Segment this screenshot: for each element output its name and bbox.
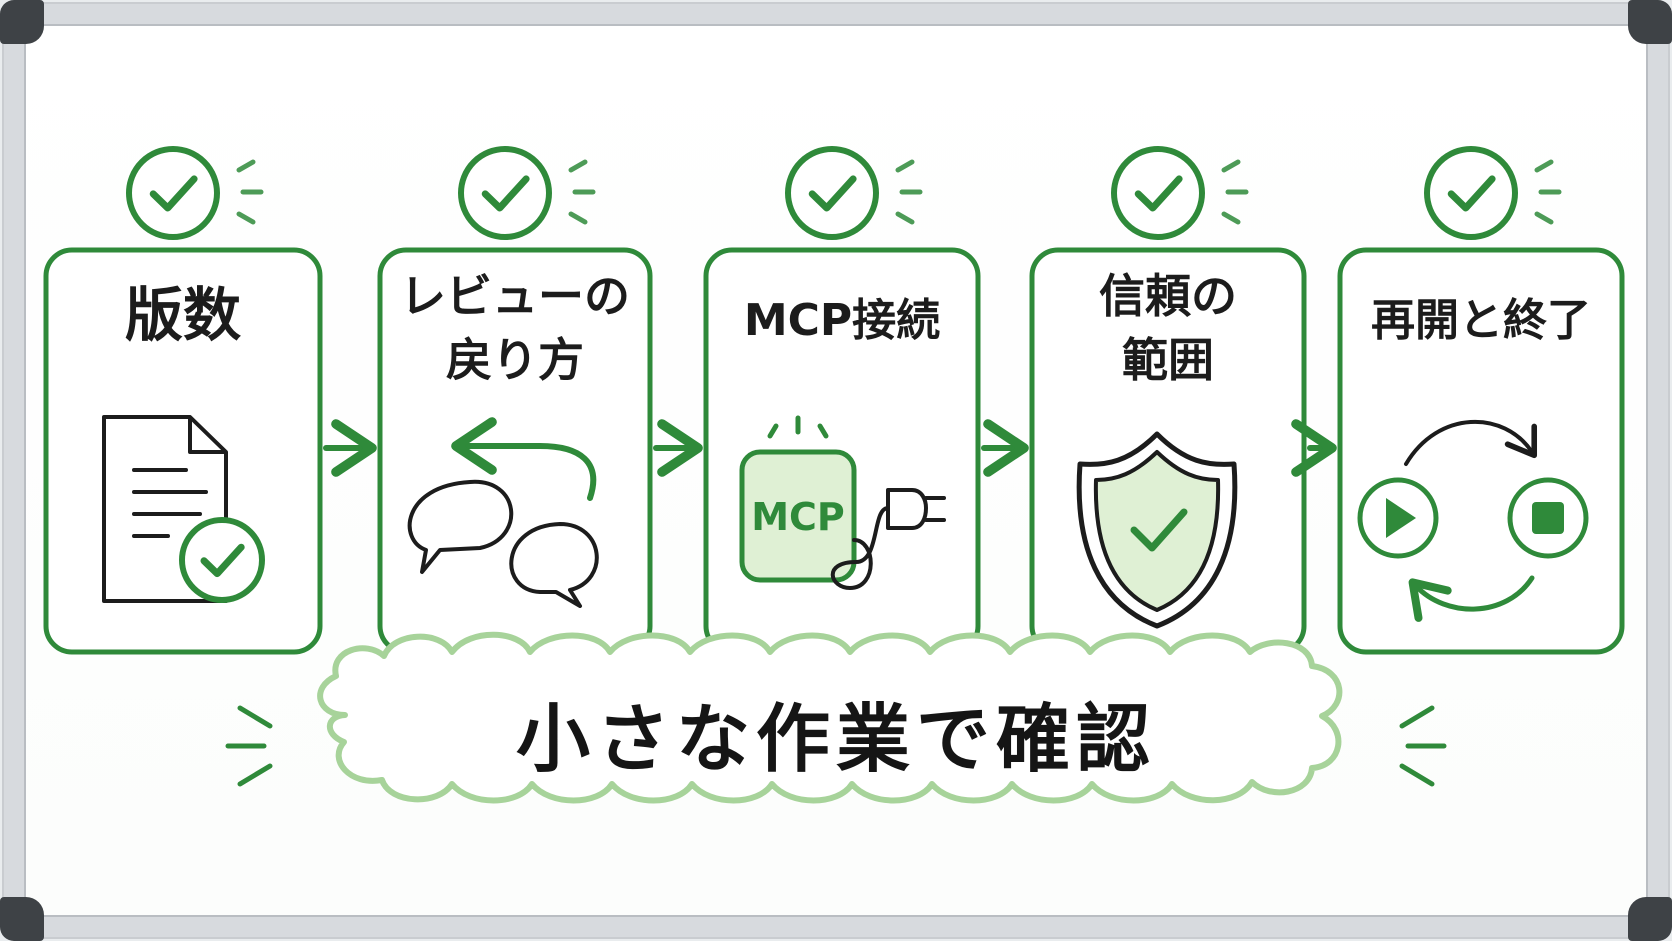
play-stop-cycle-icon [1357, 420, 1589, 622]
plug-prongs [924, 496, 946, 522]
document-check-icon-mark-circle [179, 517, 265, 603]
check-badge-icon-circle [458, 146, 552, 240]
frame-corner-bottom-right [1628, 897, 1672, 941]
check-badge-icon-circle [785, 146, 879, 240]
check-badge-icon [126, 146, 220, 240]
summary-text: 小さな作業で確認 [516, 697, 1156, 783]
step-label-line: レビューの [400, 269, 630, 323]
check-badge-icon-tick [481, 175, 530, 212]
sparkle-icon [236, 159, 264, 225]
step-label-line: MCP接続 [744, 295, 940, 346]
step-label-line: 再開と終了 [1371, 295, 1591, 346]
cloud-outline [317, 631, 1343, 804]
step-card-5: 再開と終了 [1337, 146, 1625, 655]
document-lines [132, 468, 208, 538]
step-card-1: 版数 [43, 146, 323, 655]
cloud-accent-right [1399, 705, 1447, 787]
mcp-glow-lines [767, 415, 829, 439]
speech-bubble-left [407, 479, 514, 574]
step-label-line: 信頼の [1099, 269, 1237, 323]
cycle-arrow-top [1404, 420, 1538, 466]
step-label-line: 版数 [125, 281, 241, 349]
check-badge-icon [785, 146, 879, 240]
frame-corner-top-left [0, 0, 44, 44]
shield-check-icon [1076, 431, 1238, 629]
mcp-box [739, 449, 857, 583]
sparkle-icon [568, 159, 596, 225]
sparkle-icon [1534, 159, 1562, 225]
check-badge-icon-tick [1447, 175, 1496, 212]
stop-square-icon [1532, 502, 1564, 534]
check-badge-icon-circle [1424, 146, 1518, 240]
sparkle-icon [1221, 159, 1249, 225]
shield-inner [1093, 450, 1221, 612]
check-badge-icon-circle [126, 146, 220, 240]
mcp-plug-icon: MCP [739, 415, 946, 591]
step-label-line: 戻り方 [446, 333, 584, 387]
plug-cable [830, 506, 890, 591]
check-badge-icon-tick [808, 175, 857, 212]
check-badge-icon [458, 146, 552, 240]
play-triangle-icon [1386, 498, 1416, 538]
check-badge-icon [1424, 146, 1518, 240]
document-check-icon [102, 415, 265, 603]
speech-bubbles-return-icon [407, 417, 599, 608]
sparkle-icon [895, 159, 923, 225]
cloud-accent-left [225, 705, 273, 787]
step-label-line: 範囲 [1122, 333, 1214, 387]
mcp-box-label: MCP [751, 495, 845, 539]
check-badge-icon-circle [1111, 146, 1205, 240]
summary-cloud: 小さな作業で確認 [317, 631, 1343, 804]
plug-head [886, 488, 928, 530]
frame-corner-top-right [1628, 0, 1672, 44]
check-badge-icon-tick [149, 175, 198, 212]
frame-corner-bottom-left [0, 897, 44, 941]
check-badge-icon [1111, 146, 1205, 240]
document-check-icon-mark [179, 517, 265, 603]
check-badge-icon-tick [1134, 175, 1183, 212]
document-check-icon-mark-tick [200, 543, 245, 578]
cycle-arrow-bottom [1408, 575, 1535, 622]
shield-check-mark [1130, 508, 1188, 552]
speech-bubble-right [509, 522, 599, 608]
return-arrow [451, 417, 597, 501]
step-card-3: MCP接続 MCP [703, 146, 981, 655]
document-fold [188, 417, 226, 454]
